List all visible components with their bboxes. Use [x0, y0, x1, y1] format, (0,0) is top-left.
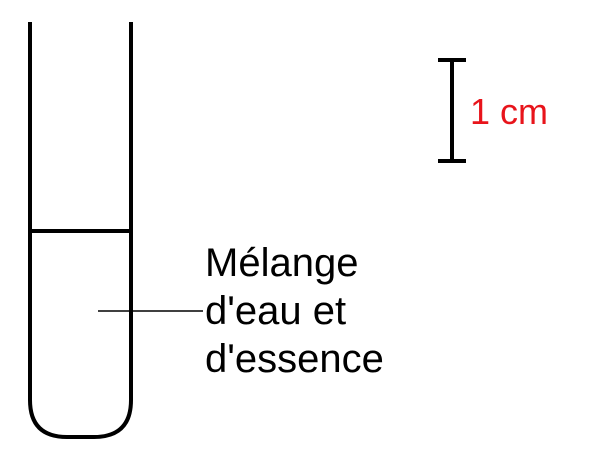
- scale-bar: [438, 58, 466, 163]
- mixture-label-line-2: d'eau et: [205, 289, 346, 333]
- mixture-label-line-1: Mélange: [205, 241, 358, 285]
- mixture-label-line-3: d'essence: [205, 337, 384, 381]
- scale-bar-label: 1 cm: [470, 91, 548, 132]
- test-tube-outline: [28, 22, 133, 439]
- mixture-label: Mélange d'eau et d'essence: [205, 241, 384, 381]
